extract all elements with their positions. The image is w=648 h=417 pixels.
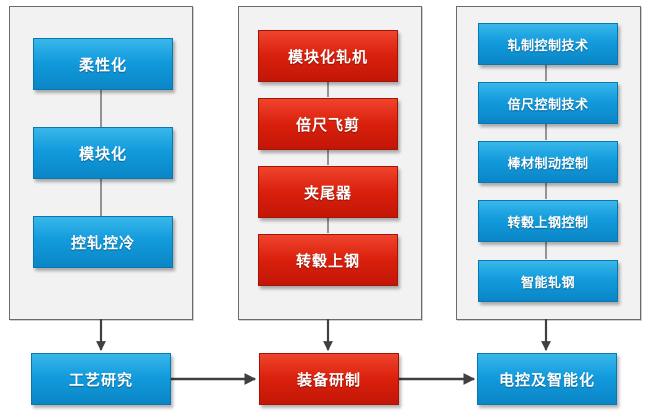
- node-tail-clamp: 夹尾器: [258, 166, 398, 218]
- node-controlled-rolling-cooling: 控轧控冷: [33, 216, 173, 268]
- node-drum-steel-feeder: 转毂上钢: [258, 234, 398, 286]
- node-modularization: 模块化: [33, 127, 173, 179]
- node-drum-feeder-control: 转毂上钢控制: [478, 200, 618, 242]
- node-modular-mill: 模块化轧机: [258, 30, 398, 82]
- node-bar-braking-control: 棒材制动控制: [478, 141, 618, 183]
- node-equipment-development: 装备研制: [259, 353, 399, 405]
- node-electric-control-intelligence: 电控及智能化: [477, 353, 617, 405]
- node-multiple-length-control-tech: 倍尺控制技术: [478, 82, 618, 124]
- node-intelligent-rolling: 智能轧钢: [478, 260, 618, 302]
- node-process-research: 工艺研究: [31, 353, 171, 405]
- node-flexibility: 柔性化: [33, 38, 173, 90]
- node-rolling-control-tech: 轧制控制技术: [478, 23, 618, 65]
- node-multiple-length-shear: 倍尺飞剪: [258, 98, 398, 150]
